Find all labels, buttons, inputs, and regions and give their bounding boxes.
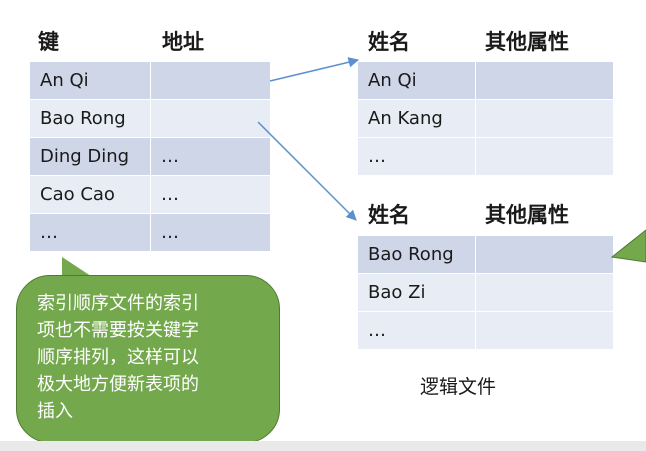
- table-row: Ding Ding …: [30, 138, 270, 176]
- callout-line: 顺序排列，这样可以: [37, 347, 199, 368]
- table-row: …: [358, 138, 613, 176]
- index-header-address: 地址: [162, 30, 204, 54]
- pointer-arrow-an-qi: [269, 57, 360, 82]
- file-attrs-cell: [475, 62, 613, 99]
- callout-line: 极大地方便新表项的: [37, 374, 199, 395]
- file-name-cell: Bao Rong: [368, 244, 454, 265]
- file-attrs-cell: [475, 236, 613, 273]
- index-address-cell: …: [150, 214, 270, 251]
- index-address-cell: [150, 62, 270, 99]
- file-name-cell: Bao Zi: [368, 282, 426, 303]
- index-address-cell: …: [150, 138, 270, 175]
- table-row: Bao Zi: [358, 274, 613, 312]
- callout-line: 项也不需要按关键字: [37, 320, 199, 341]
- index-key-cell: …: [40, 222, 58, 243]
- table-row: Bao Rong: [358, 236, 613, 274]
- file-bottom-header-attrs: 其他属性: [485, 203, 569, 227]
- logical-file-caption: 逻辑文件: [420, 376, 497, 398]
- file-top-header-name: 姓名: [368, 30, 410, 54]
- index-key-cell: Ding Ding: [40, 146, 130, 167]
- callout-line: 索引顺序文件的索引: [37, 293, 199, 314]
- bottom-bar: [0, 441, 646, 451]
- pointer-arrow-bao-rong: [257, 121, 357, 221]
- file-name-cell: …: [368, 146, 386, 167]
- index-address-cell: …: [150, 176, 270, 213]
- file-attrs-cell: [475, 100, 613, 137]
- index-address-cell: [150, 100, 270, 137]
- file-table-bottom: Bao Rong Bao Zi …: [358, 236, 613, 350]
- table-row: … …: [30, 214, 270, 252]
- table-row: An Qi: [358, 62, 613, 100]
- table-row: …: [358, 312, 613, 350]
- table-row: An Kang: [358, 100, 613, 138]
- note-callout: 索引顺序文件的索引 项也不需要按关键字 顺序排列，这样可以 极大地方便新表项的 …: [16, 275, 280, 443]
- side-callout-edge: [610, 229, 646, 263]
- file-attrs-cell: [475, 274, 613, 311]
- index-header-key: 键: [38, 30, 59, 54]
- file-top-header-attrs: 其他属性: [485, 30, 569, 54]
- index-table: An Qi Bao Rong Ding Ding … Cao Cao … … …: [30, 62, 270, 252]
- file-table-top: An Qi An Kang …: [358, 62, 613, 176]
- file-attrs-cell: [475, 138, 613, 175]
- callout-line: 插入: [37, 401, 73, 422]
- file-bottom-header-name: 姓名: [368, 203, 410, 227]
- table-row: Cao Cao …: [30, 176, 270, 214]
- index-key-cell: Bao Rong: [40, 108, 126, 129]
- file-name-cell: An Kang: [368, 108, 443, 129]
- table-row: Bao Rong: [30, 100, 270, 138]
- table-row: An Qi: [30, 62, 270, 100]
- index-key-cell: An Qi: [40, 70, 89, 91]
- index-key-cell: Cao Cao: [40, 184, 115, 205]
- file-name-cell: An Qi: [368, 70, 417, 91]
- file-name-cell: …: [368, 320, 386, 341]
- file-attrs-cell: [475, 312, 613, 349]
